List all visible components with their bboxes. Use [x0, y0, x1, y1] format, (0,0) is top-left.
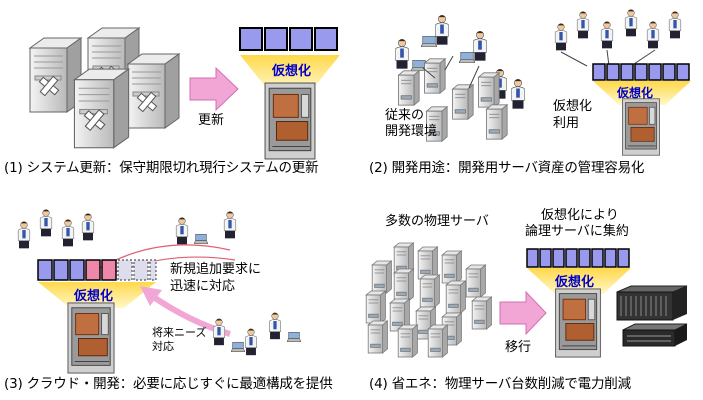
legacy-env-label-line1: 従来の	[385, 108, 425, 123]
consolidation-label-line2: 論理サーバに集約	[525, 224, 629, 239]
legacy-dev-environment	[395, 14, 525, 142]
physical-server-cluster	[365, 242, 492, 358]
dev-users	[554, 9, 682, 67]
migration-label: 移行	[505, 340, 532, 355]
virt-use-label-line1: 仮想化	[553, 99, 593, 114]
blade-server-icon	[264, 82, 316, 160]
consolidation-label-line1: 仮想化により	[541, 208, 619, 223]
many-servers-label: 多数の物理サーバ	[385, 214, 489, 229]
panel-development: 従来の 開発環境 仮想化 仮想化 利用 (2) 開発用途：開発用サーバ資産の管理…	[355, 0, 703, 195]
cloud-users	[17, 209, 95, 249]
vm-strip	[239, 27, 338, 51]
virtualization-halo	[593, 81, 691, 105]
future-needs-label-line1: 将来ニーズ	[152, 326, 207, 339]
virtualization-halo	[38, 282, 156, 308]
future-needs-label-line2: 対応	[152, 340, 174, 353]
blade-server-icon	[67, 302, 115, 374]
panel-caption: (3) クラウド・開発：必要に応じすぐに最適構成を提供	[4, 376, 333, 392]
vm-strip	[592, 63, 690, 81]
panel-caption: (1) システム更新：保守期限切れ現行システムの更新	[4, 160, 319, 176]
virtualization-label: 仮想化	[555, 275, 595, 290]
vm-strip	[526, 248, 630, 268]
old-server-cluster	[29, 27, 180, 149]
blade-server-icon	[555, 288, 601, 358]
virt-use-label-line2: 利用	[553, 116, 580, 131]
rack-server-icon	[616, 285, 688, 347]
panel-caption: (4) 省エネ：物理サーバ台数削減で電力削減	[369, 376, 631, 392]
panel-caption: (2) 開発用途：開発用サーバ資産の管理容易化	[369, 160, 645, 176]
renewal-arrow-label: 更新	[198, 113, 225, 128]
panel-cloud-development: 仮想化 新規追加要求に 迅速に対応 将来ニーズ 対応 (3) クラウド・開発：必…	[0, 200, 355, 400]
renewal-arrow	[189, 66, 239, 112]
vm-strip	[37, 259, 157, 281]
future-users	[212, 312, 301, 356]
panel-system-renewal: 更新 仮想化 (1) システム更新：保守期限切れ現行システムの更新	[0, 0, 350, 195]
legacy-env-label-line2: 開発環境	[385, 124, 438, 139]
rapid-response-label-line2: 迅速に対応	[170, 279, 236, 294]
blade-server-icon	[621, 98, 661, 156]
rapid-response-label-line1: 新規追加要求に	[170, 262, 262, 277]
panel-energy-saving: 多数の物理サーバ 移行 仮想化により 論理サーバに集約 仮想化	[355, 200, 703, 400]
migration-arrow	[499, 290, 547, 336]
virtualization-label: 仮想化	[272, 64, 312, 79]
virtualization-halo	[240, 55, 340, 90]
virtualization-label: 仮想化	[74, 289, 114, 304]
virtualization-label: 仮想化	[617, 86, 654, 100]
virtualization-halo	[527, 268, 631, 294]
